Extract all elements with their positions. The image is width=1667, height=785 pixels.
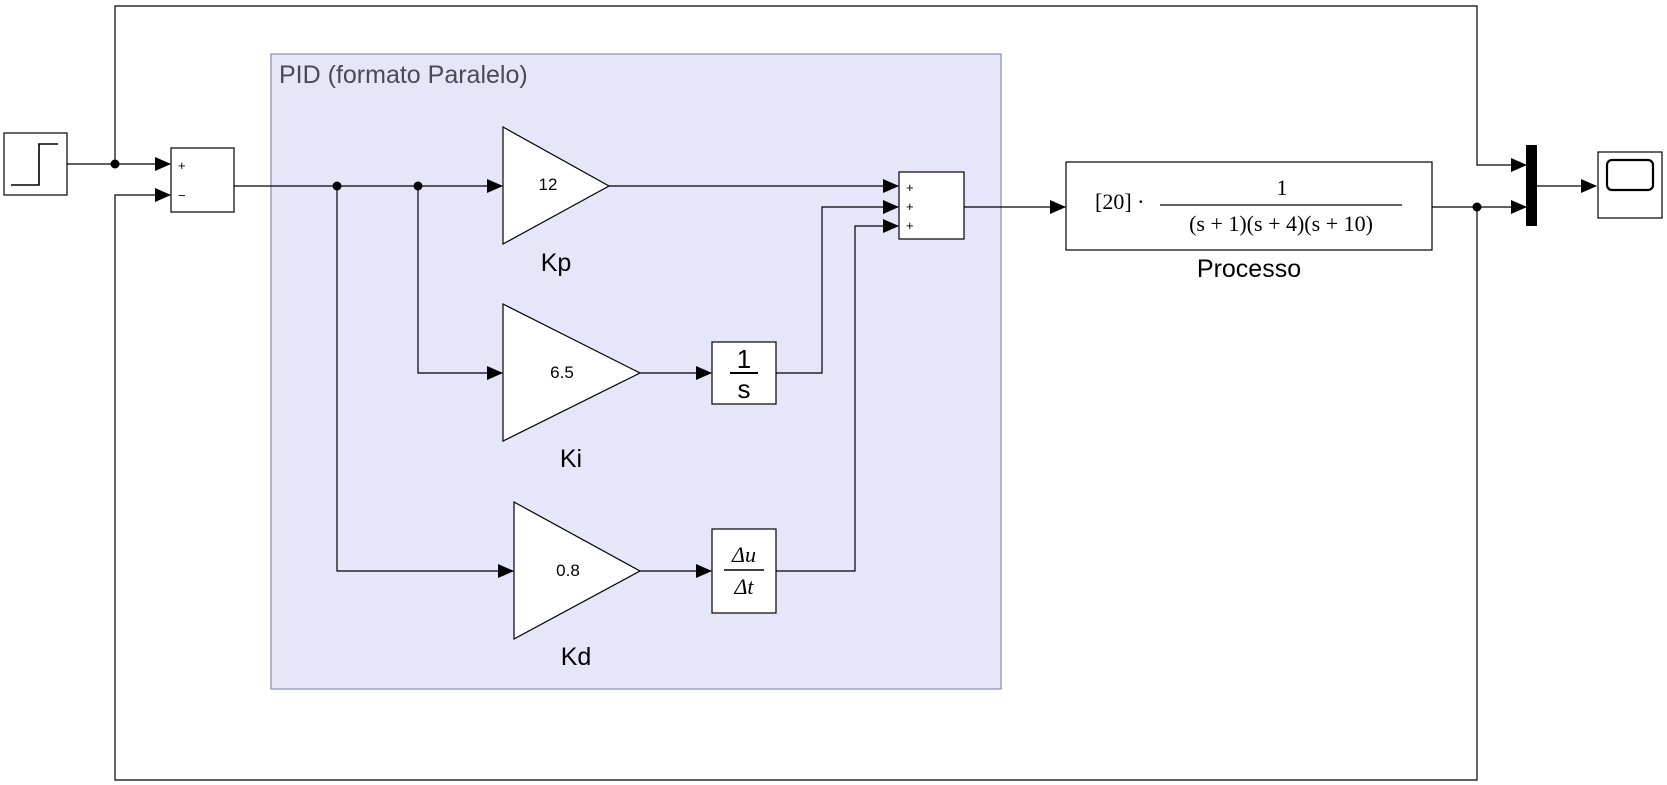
gain-ki-triangle bbox=[502, 303, 642, 442]
gain-kd-label: Kd bbox=[561, 643, 592, 671]
wire-error-to-kd bbox=[336, 186, 514, 578]
gain-kd-value: 0.8 bbox=[556, 561, 580, 580]
scope-block[interactable] bbox=[1597, 151, 1663, 219]
scope-icon bbox=[1605, 158, 1655, 192]
wire-integrator-to-sum bbox=[776, 200, 899, 374]
integrator-block[interactable]: 1 s bbox=[711, 341, 777, 405]
gain-kp-triangle bbox=[502, 125, 611, 246]
sum-pid-frame bbox=[898, 171, 965, 240]
mux-block[interactable] bbox=[1526, 145, 1537, 226]
wire-error-to-ki bbox=[417, 186, 503, 380]
derivative-block[interactable]: Δu Δt bbox=[711, 528, 777, 614]
integrator-numerator: 1 bbox=[737, 344, 751, 374]
integrator-frame bbox=[711, 341, 777, 405]
process-block[interactable]: [20] · 1 (s + 1)(s + 4)(s + 10) Processo bbox=[1065, 161, 1433, 283]
branch-point-reference bbox=[110, 159, 120, 169]
integrator-denominator: s bbox=[738, 374, 751, 404]
wire-feedback-to-sum bbox=[114, 188, 1478, 781]
gain-ki-label: Ki bbox=[560, 445, 582, 473]
gain-ki-value: 6.5 bbox=[550, 363, 574, 382]
pid-subsystem-title: PID (formato Paralelo) bbox=[279, 61, 528, 89]
sum-error-frame bbox=[170, 147, 235, 213]
sum-error-sign-2: − bbox=[178, 188, 186, 203]
gain-kp-value: 12 bbox=[539, 175, 558, 194]
wires bbox=[67, 5, 1597, 781]
process-gain: [20] · bbox=[1095, 189, 1144, 214]
gain-kd-triangle bbox=[513, 500, 642, 641]
sum-pid-block[interactable]: + + + bbox=[898, 171, 965, 240]
derivative-denominator: Δt bbox=[733, 574, 754, 599]
process-numerator: 1 bbox=[1277, 175, 1288, 200]
derivative-frame bbox=[711, 528, 777, 614]
step-icon bbox=[11, 143, 58, 186]
process-denominator: (s + 1)(s + 4)(s + 10) bbox=[1189, 211, 1373, 236]
process-frame bbox=[1065, 161, 1433, 251]
gain-kp-label: Kp bbox=[541, 249, 572, 277]
sum-error-sign-1: + bbox=[178, 158, 186, 173]
gain-kd[interactable]: 0.8 Kd bbox=[513, 500, 642, 671]
step-block[interactable] bbox=[3, 132, 68, 196]
sum-pid-sign-1: + bbox=[906, 180, 914, 195]
wire-reference-to-mux bbox=[114, 5, 1527, 172]
gain-kp[interactable]: 12 Kp bbox=[502, 125, 611, 277]
branch-point-output bbox=[1472, 202, 1482, 212]
gain-ki[interactable]: 6.5 Ki bbox=[502, 303, 642, 473]
sum-pid-sign-2: + bbox=[906, 199, 914, 214]
derivative-numerator: Δu bbox=[731, 542, 756, 567]
sum-error-block[interactable]: + − bbox=[170, 147, 235, 213]
mux-bar bbox=[1526, 145, 1537, 226]
process-label: Processo bbox=[1197, 255, 1301, 283]
sum-pid-sign-3: + bbox=[906, 218, 914, 233]
wire-derivative-to-sum bbox=[776, 219, 899, 572]
